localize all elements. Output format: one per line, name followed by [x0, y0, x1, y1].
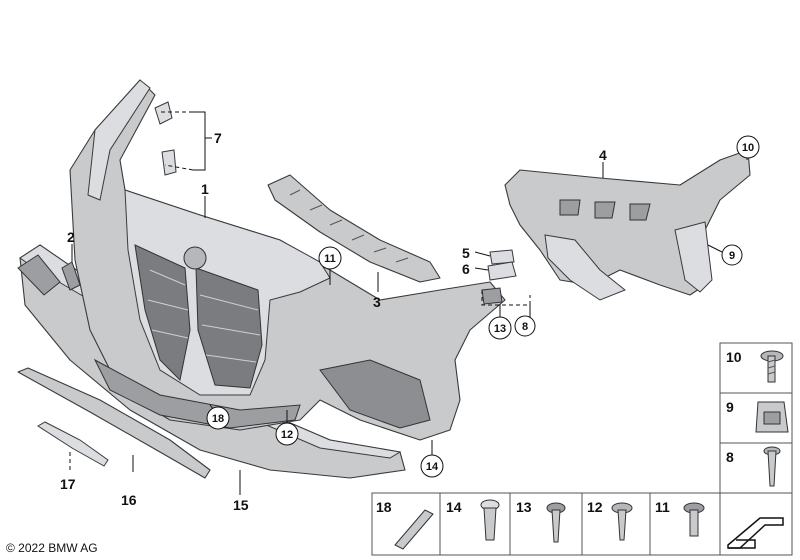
spoiler-lip-left-end	[17, 254, 61, 296]
callout-labels: 1 2 3 4 5 6 7 16 15 17 8 9 10 11 12 13 1…	[60, 130, 760, 513]
grille-mesh	[147, 269, 261, 363]
callout-17: 17	[60, 476, 76, 492]
bracket-6	[487, 261, 517, 281]
side-bracket	[61, 261, 81, 291]
mounting-strip	[37, 421, 109, 467]
legend-cell-12	[581, 492, 651, 556]
callout-8: 8	[522, 321, 528, 333]
legend-num-10: 10	[726, 349, 742, 365]
side-air-intake	[319, 359, 431, 429]
legend-right: 10 9 8	[719, 342, 793, 494]
screw-13-icon	[546, 502, 566, 543]
mount-13	[481, 287, 503, 305]
upper-bumper-edge	[87, 79, 151, 201]
clip-upper-b	[161, 149, 177, 176]
side-guide	[674, 221, 713, 293]
callout-14: 14	[426, 461, 439, 473]
callout-13: 13	[494, 323, 506, 335]
bumper-carrier	[504, 149, 751, 296]
callout-5: 5	[462, 245, 470, 261]
callout-circle-9	[721, 244, 743, 266]
callout-3: 3	[373, 294, 381, 310]
grille-kidney-left	[134, 244, 191, 382]
lower-grille	[93, 358, 301, 429]
legend-cell-10	[719, 342, 793, 394]
screw-11-icon	[683, 502, 705, 537]
callout-12: 12	[281, 429, 293, 441]
strip-icon	[394, 509, 434, 550]
screw-icon	[763, 446, 781, 487]
callout-2: 2	[67, 229, 75, 245]
brand-emblem	[183, 246, 207, 270]
screw-12-icon	[611, 502, 633, 541]
callout-16: 16	[121, 492, 137, 508]
legend-bottom: 18 14 13 12 11	[371, 492, 793, 556]
callout-15: 15	[233, 497, 249, 513]
legend-num-11: 11	[655, 499, 670, 515]
carrier-lower-support	[544, 234, 626, 301]
callout-1: 1	[201, 181, 209, 197]
callout-11: 11	[324, 253, 336, 265]
legend-num-8: 8	[726, 449, 734, 465]
flange-screw-icon	[760, 350, 784, 383]
bracket-5	[489, 249, 515, 265]
deflector-ribs	[289, 189, 409, 263]
callout-7: 7	[214, 130, 222, 146]
callout-10: 10	[742, 142, 754, 154]
callout-circle-11	[318, 246, 342, 270]
legend-num-14: 14	[446, 499, 462, 515]
callout-18: 18	[212, 413, 224, 425]
callout-circle-18	[206, 406, 230, 430]
callout-6: 6	[462, 261, 470, 277]
callout-circle-8	[514, 315, 536, 337]
legend-num-12: 12	[587, 499, 603, 515]
callout-circle-10	[736, 135, 760, 159]
legend-num-13: 13	[516, 499, 532, 515]
callout-9: 9	[729, 250, 735, 262]
callout-circle-13	[488, 316, 512, 340]
callout-4: 4	[599, 147, 607, 163]
carrier-openings	[559, 199, 651, 221]
callout-circle-14	[420, 454, 444, 478]
legend-num-18: 18	[376, 499, 392, 515]
air-deflector	[267, 174, 441, 283]
clip-nut-icon	[755, 401, 789, 433]
expanding-rivet-icon	[480, 499, 500, 541]
trim-strip	[17, 367, 211, 479]
callout-circle-12	[275, 422, 299, 446]
legend-num-9: 9	[726, 399, 734, 415]
clip-upper-a	[154, 101, 173, 125]
copyright-text: © 2022 BMW AG	[6, 541, 98, 555]
